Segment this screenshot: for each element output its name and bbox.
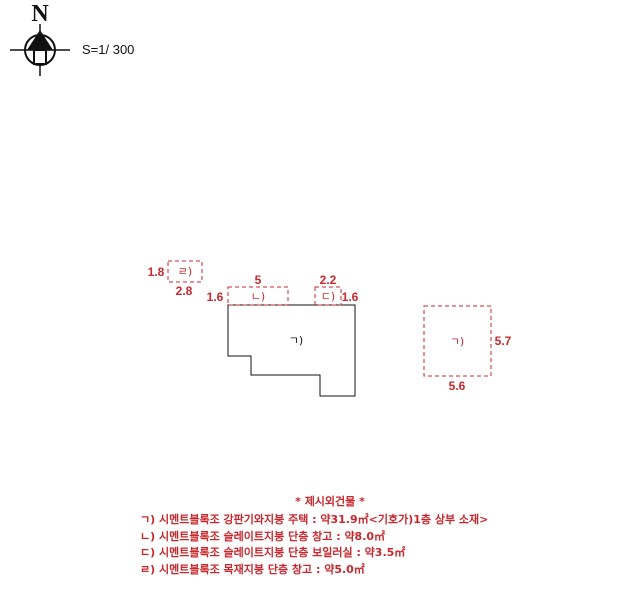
annex-r-outline [167,260,203,283]
annex-l-outline [227,286,289,306]
annex-r-width: 2.8 [176,284,193,298]
north-letter: N [31,1,49,27]
main-building-outline [227,304,356,397]
legend-item: ㄴ) 시멘트블록조 슬레이트지붕 단층 창고 : 약8.0㎡ [140,529,386,543]
legend-item: ㄹ) 시멘트블록조 목재지붕 단층 창고 : 약5.0㎡ [140,562,365,576]
annex-r-label: ㄹ) [178,265,192,278]
north-arrow-icon: N [10,1,70,76]
separate-building-width: 5.6 [449,379,466,393]
annex-l-label: ㄴ) [251,290,265,303]
legend-item: ㄷ) 시멘트블록조 슬레이트지붕 단층 보일러실 : 약3.5㎡ [140,546,406,559]
separate-building-depth: 5.7 [495,334,512,348]
scale-label: S=1/ 300 [82,42,135,57]
legend: * 제시외건물 * ㄱ) 시멘트블록조 강판기와지붕 주택 : 약31.9㎡<기… [140,493,580,578]
main-building-label: ㄱ) [289,334,303,347]
annex-l-width: 5 [255,273,262,287]
annex-l-depth: 1.6 [207,290,224,304]
annex-d-depth: 1.6 [342,290,359,304]
separate-building-outline [423,305,492,377]
annex-d-width: 2.2 [320,273,337,287]
annex-r-depth: 1.8 [148,265,165,279]
legend-item: ㄱ) 시멘트블록조 강판기와지붕 주택 : 약31.9㎡<기호가)1층 상부 소… [140,513,489,526]
separate-building-label: ㄱ) [450,335,464,348]
annex-d-label: ㄷ) [321,290,335,303]
annex-d-outline [314,286,342,306]
legend-title: * 제시외건물 * [295,495,365,508]
